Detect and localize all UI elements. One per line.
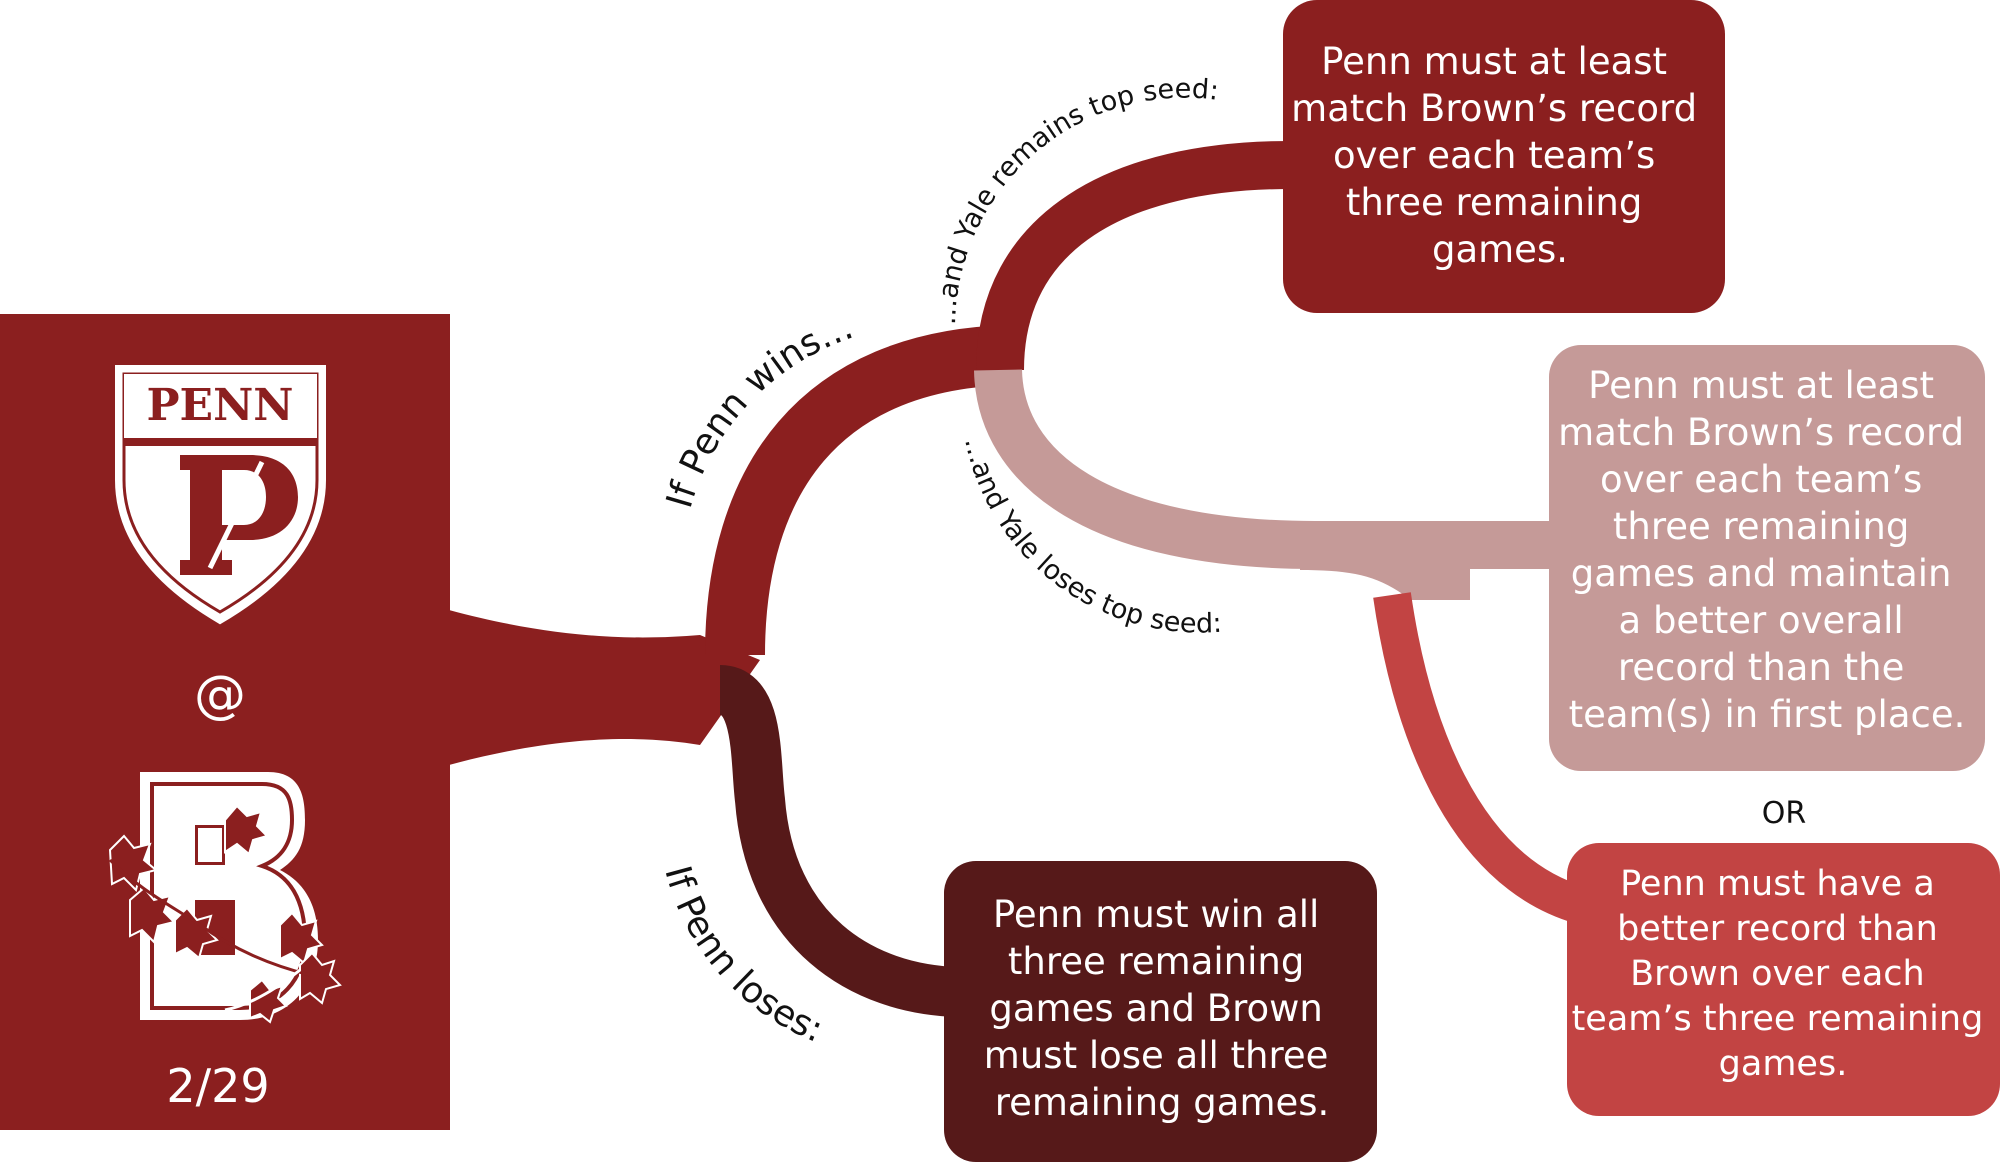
yale-loses-connector — [974, 368, 1560, 569]
outcome-text-yale-loses-b: Penn must have a better record than Brow… — [1572, 864, 1995, 1084]
outcome-box-yale-loses-a — [1549, 345, 1985, 771]
outcome-text-yale-loses-a: Penn must at least match Brown’s record … — [1558, 364, 1976, 736]
outcome-text-yale-remains: Penn must at least match Brown’s record … — [1291, 40, 1709, 271]
brown-ivy-b-logo — [108, 772, 342, 1024]
split-hump — [1300, 560, 1470, 600]
trunk-connector — [449, 610, 760, 765]
alternative-b-connector — [1373, 592, 1586, 924]
yale-remains-connector — [976, 141, 1291, 371]
or-label: OR — [1762, 796, 1806, 831]
penn-logo-text: PENN — [146, 380, 293, 431]
game-date: 2/29 — [166, 1059, 269, 1113]
outcome-box-penn-loses — [944, 861, 1377, 1162]
penn-shield-logo: PENN — [115, 365, 326, 625]
penn-wins-connector — [705, 325, 1012, 656]
at-symbol: @ — [194, 665, 246, 725]
outcome-text-penn-loses: Penn must win all three remaining games … — [984, 893, 1340, 1124]
penn-loses-connector — [716, 665, 961, 1017]
outcome-box-yale-loses-b — [1567, 843, 2000, 1116]
outcome-box-yale-remains — [1283, 0, 1725, 313]
